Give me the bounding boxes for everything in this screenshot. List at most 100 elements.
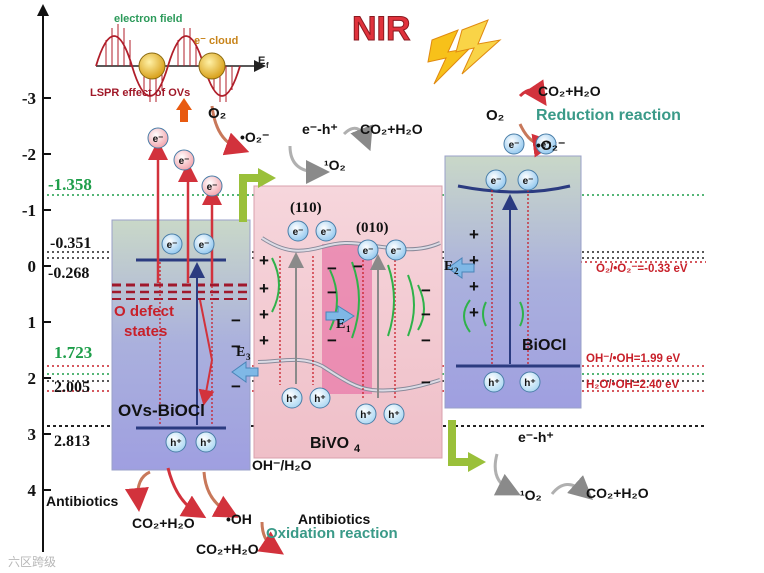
svg-text:h⁺: h⁺ bbox=[170, 438, 181, 449]
hole-icon: h⁺ bbox=[519, 371, 541, 393]
bivo4-sub: 4 bbox=[354, 443, 361, 455]
e-cloud-label: e⁻ cloud bbox=[194, 35, 238, 47]
field-arrow-e3-icon bbox=[231, 361, 259, 383]
axis-tick-label: 3 bbox=[28, 425, 37, 444]
svg-text:e⁻: e⁻ bbox=[509, 140, 520, 151]
bivo4-box bbox=[253, 185, 443, 459]
minus-charge-sign: − bbox=[327, 331, 337, 350]
lightning-icon bbox=[427, 19, 502, 85]
plus-charge-sign: + bbox=[259, 305, 269, 324]
svg-text:e⁻: e⁻ bbox=[207, 182, 218, 193]
axis-tick-label: -2 bbox=[22, 145, 36, 164]
singlet-o2-bottom-label: ¹O₂ bbox=[520, 487, 542, 503]
lspr-inset bbox=[95, 24, 266, 122]
level-label-5: 2.005 bbox=[54, 379, 90, 396]
co2-bottom2-label: CO₂+H₂O bbox=[196, 541, 259, 557]
ovs-biocl-box bbox=[111, 219, 251, 471]
axis-tick-label: 2 bbox=[28, 369, 37, 388]
co2-bottom-label: CO₂+H₂O bbox=[586, 485, 649, 501]
axis-tick-label: 4 bbox=[28, 481, 37, 500]
svg-text:e⁻: e⁻ bbox=[321, 227, 332, 238]
eh-mid-label: e⁻-h⁺ bbox=[302, 121, 338, 137]
biocl-label: BiOCl bbox=[522, 337, 566, 354]
svg-text:h⁺: h⁺ bbox=[388, 410, 399, 421]
field-arrow-e1-icon bbox=[325, 305, 355, 327]
co2-left-bottom-label: CO₂+H₂O bbox=[132, 515, 195, 531]
hydroxyl-radical-label: •OH bbox=[226, 511, 252, 527]
axis-arrow-icon bbox=[37, 4, 49, 16]
axis-tick-label: -3 bbox=[22, 89, 36, 108]
plus-charge-sign: + bbox=[259, 331, 269, 350]
co2-mid-label: CO₂+H₂O bbox=[360, 121, 423, 137]
svg-text:e⁻: e⁻ bbox=[391, 246, 402, 257]
electron-icon: e⁻ bbox=[385, 239, 407, 261]
antibiotics-mid-label: Antibiotics bbox=[298, 511, 371, 527]
plus-charge-sign: + bbox=[469, 225, 479, 244]
hole-icon: h⁺ bbox=[195, 431, 217, 453]
up-arrow-icon bbox=[176, 98, 192, 122]
svg-text:e⁻: e⁻ bbox=[153, 134, 164, 145]
e1-label: E bbox=[336, 317, 345, 332]
minus-charge-sign: − bbox=[421, 373, 431, 392]
field-arrow-e2-icon bbox=[447, 257, 475, 279]
level-label-2: -0.351 bbox=[50, 235, 91, 252]
watermark: 六区跨级 bbox=[8, 555, 56, 569]
o2-right-label: O₂ bbox=[486, 107, 504, 124]
svg-text:h⁺: h⁺ bbox=[488, 378, 499, 389]
metal-nanoparticle-icon bbox=[198, 52, 226, 80]
fermi-label: E bbox=[258, 55, 265, 67]
plus-charge-sign: + bbox=[469, 303, 479, 322]
minus-charge-sign: − bbox=[231, 337, 241, 356]
svg-text:e⁻: e⁻ bbox=[293, 227, 304, 238]
oh-h2o-label: OH⁻/H₂O bbox=[252, 457, 312, 473]
hole-icon: h⁺ bbox=[355, 403, 377, 425]
axis-tick-label: -1 bbox=[22, 201, 36, 220]
electron-field-label: electron field bbox=[114, 13, 182, 25]
level-label-1: -1.358 bbox=[48, 175, 92, 194]
svg-text:e⁻: e⁻ bbox=[167, 240, 178, 251]
lspr-label: LSPR effect of OVs bbox=[90, 87, 190, 99]
svg-text:h⁺: h⁺ bbox=[524, 378, 535, 389]
eh-bottom-label: e⁻-h⁺ bbox=[518, 429, 554, 445]
metal-nanoparticle-icon bbox=[138, 52, 166, 80]
superoxide-left-label: •O₂⁻ bbox=[240, 129, 269, 145]
e2-sub: 2 bbox=[454, 266, 459, 276]
fermi-sub: f bbox=[266, 61, 269, 70]
oh-potential-label: OH⁻/•OH=1.99 eV bbox=[586, 353, 680, 365]
svg-text:h⁺: h⁺ bbox=[314, 394, 325, 405]
svg-text:e⁻: e⁻ bbox=[179, 156, 190, 167]
electron-icon: e⁻ bbox=[161, 233, 183, 255]
hole-icon: h⁺ bbox=[165, 431, 187, 453]
electron-icon: e⁻ bbox=[193, 233, 215, 255]
minus-charge-sign: − bbox=[231, 311, 241, 330]
electron-icon: e⁻ bbox=[315, 220, 337, 242]
axis-tick-label: 1 bbox=[28, 313, 37, 332]
reduction-label: Reduction reaction bbox=[536, 107, 681, 124]
e1-sub: 1 bbox=[346, 324, 351, 334]
svg-text:e⁻: e⁻ bbox=[363, 246, 374, 257]
hole-icon: h⁺ bbox=[281, 387, 303, 409]
svg-text:h⁺: h⁺ bbox=[286, 394, 297, 405]
e3-sub: 3 bbox=[246, 352, 251, 362]
minus-charge-sign: − bbox=[421, 331, 431, 350]
charge-particles: e⁻e⁻e⁻e⁻e⁻e⁻e⁻e⁻e⁻e⁻e⁻e⁻e⁻h⁺h⁺h⁺h⁺h⁺h⁺h⁺… bbox=[147, 127, 557, 453]
o2-left-label: O₂ bbox=[208, 105, 226, 122]
bivo4-label: BiVO bbox=[310, 435, 349, 452]
transfer-arrows bbox=[239, 168, 486, 472]
svg-text:e⁻: e⁻ bbox=[523, 176, 534, 187]
plus-charge-sign: + bbox=[259, 251, 269, 270]
minus-charge-sign: − bbox=[421, 281, 431, 300]
e2-label: E bbox=[444, 259, 453, 274]
svg-text:e⁻: e⁻ bbox=[491, 176, 502, 187]
defect-label-line1: O defect bbox=[114, 303, 174, 320]
co2-right-top-label: CO₂+H₂O bbox=[538, 83, 601, 99]
defect-label-line2: states bbox=[124, 323, 167, 340]
svg-text:e⁻: e⁻ bbox=[199, 240, 210, 251]
labels: NIR electron field e⁻ cloud E f LSPR eff… bbox=[8, 10, 688, 570]
ovs-biocl-label: OVs-BiOCl bbox=[118, 401, 205, 420]
plus-charge-sign: + bbox=[469, 251, 479, 270]
o2-potential-label: O₂/•O₂⁻=-0.33 eV bbox=[596, 263, 688, 275]
antibiotics-left-label: Antibiotics bbox=[46, 493, 119, 509]
